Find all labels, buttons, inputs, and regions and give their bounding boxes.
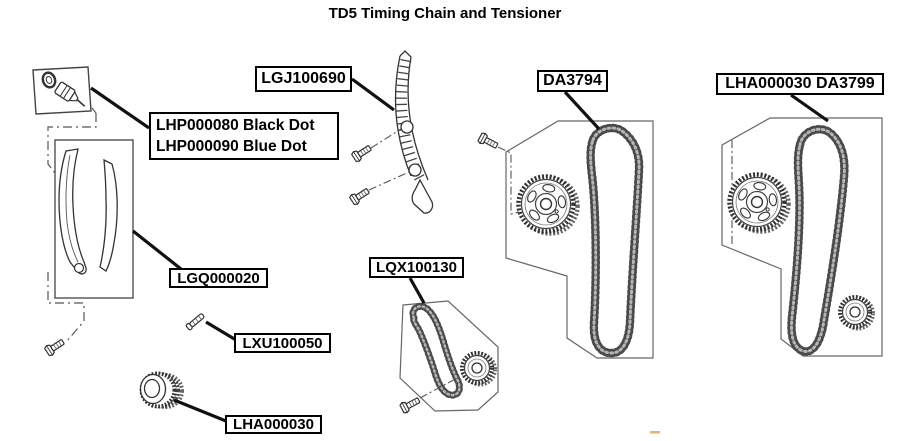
page-title: TD5 Timing Chain and Tensioner bbox=[328, 5, 562, 22]
leader-line-crank-sprocket bbox=[173, 398, 227, 423]
callout-lha000030-da3799[interactable]: LHA000030 DA3799 bbox=[716, 73, 884, 95]
oil-pump-chain-drawing bbox=[398, 300, 499, 415]
leader-line-chain-guide bbox=[351, 77, 395, 112]
callout-lhp000080-lhp000090[interactable]: LHP000080 Black Dot LHP000090 Blue Dot bbox=[149, 112, 339, 160]
accent-mark bbox=[650, 431, 660, 434]
chain-guide-drawing bbox=[348, 50, 434, 214]
leader-line-guide-rails bbox=[132, 229, 182, 271]
callout-lqx100130[interactable]: LQX100130 bbox=[369, 257, 464, 278]
leader-line-tensioner bbox=[90, 86, 150, 130]
part-number-label: LQX100130 bbox=[376, 259, 457, 276]
leader-line-lha-da3799 bbox=[790, 93, 829, 123]
part-number-label: LHP000090 Blue Dot bbox=[156, 138, 307, 155]
stud-icon bbox=[185, 312, 206, 331]
bolt-icon bbox=[43, 336, 67, 358]
part-number-label: LGJ100690 bbox=[261, 70, 346, 87]
callout-lgq000020[interactable]: LGQ000020 bbox=[169, 268, 268, 288]
leader-line-stud bbox=[205, 320, 237, 342]
part-number-label: LHP000080 Black Dot bbox=[156, 117, 315, 134]
part-number-label: DA3794 bbox=[543, 72, 602, 89]
callout-lgj100690[interactable]: LGJ100690 bbox=[255, 66, 352, 92]
fixed-rail-shape bbox=[99, 158, 118, 272]
tensioner-piston-drawing bbox=[32, 66, 97, 115]
guide-rails-drawing bbox=[54, 139, 134, 299]
leader-line-da3794 bbox=[563, 90, 601, 131]
part-number-label: LXU100050 bbox=[242, 334, 323, 352]
leader-lines bbox=[90, 77, 829, 423]
crank-sprocket-icon bbox=[837, 294, 875, 331]
tensioner-blade-shape bbox=[58, 148, 87, 275]
callout-lha000030[interactable]: LHA000030 bbox=[225, 415, 322, 434]
oil-pump-sprocket-icon bbox=[459, 350, 497, 387]
part-number-label: LHA000030 DA3799 bbox=[725, 75, 875, 92]
timing-chain-loop bbox=[787, 125, 849, 356]
bolt-icon bbox=[348, 185, 372, 207]
timing-chain-kit-late-drawing bbox=[721, 117, 883, 357]
bolt-icon bbox=[350, 142, 374, 164]
bolt-icon bbox=[398, 394, 423, 415]
bolt-icon bbox=[476, 131, 501, 152]
timing-chain-loop bbox=[586, 123, 644, 358]
part-number-label: LGQ000020 bbox=[177, 269, 260, 287]
piston-icon bbox=[54, 81, 86, 107]
callout-lxu100050[interactable]: LXU100050 bbox=[234, 333, 331, 353]
crank-sprocket-drawing bbox=[139, 371, 184, 409]
leader-line-oil-pump-chain bbox=[408, 277, 426, 304]
callout-da3794[interactable]: DA3794 bbox=[537, 70, 608, 92]
timing-chain-kit-early-drawing bbox=[476, 120, 654, 359]
o-ring-icon bbox=[41, 71, 57, 89]
part-number-label: LHA000030 bbox=[233, 416, 314, 433]
dash-dot-line-lower bbox=[47, 272, 85, 342]
oil-pump-chain-loop bbox=[409, 302, 463, 399]
